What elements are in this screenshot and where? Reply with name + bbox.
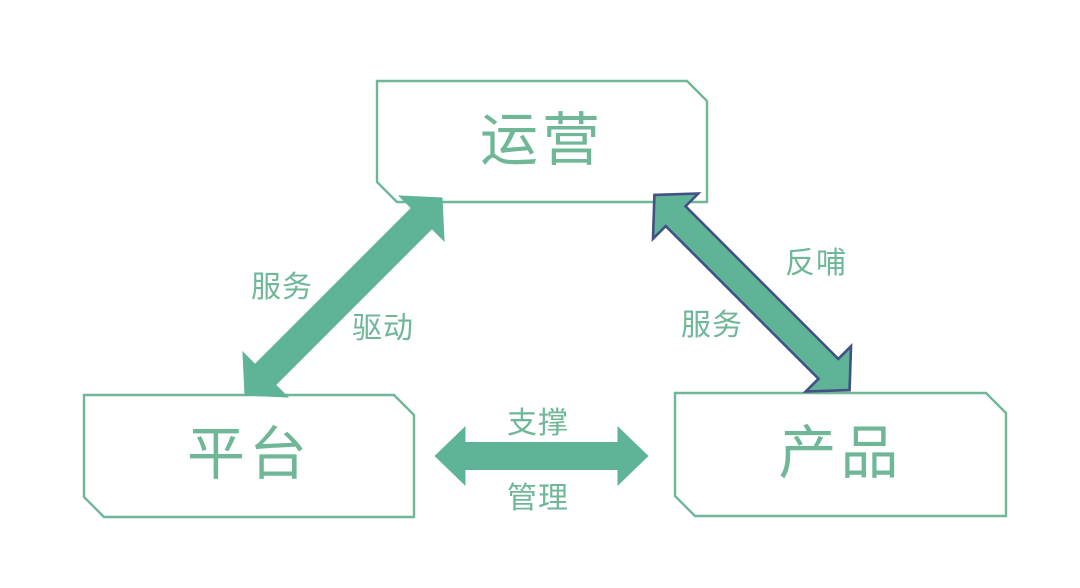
- arrow-operation-product: [651, 192, 853, 393]
- node-platform-label: 平台: [186, 420, 311, 488]
- edge-label-support: 支撑: [507, 406, 569, 441]
- node-shape-platform: [82, 393, 416, 519]
- node-product[interactable]: 产品: [675, 393, 1006, 516]
- node-platform[interactable]: 平台: [84, 395, 414, 517]
- node-shape-operation: [375, 79, 709, 204]
- node-shape-product: [673, 391, 1008, 518]
- edge-label-drive: 驱动: [352, 311, 414, 346]
- edge-label-feedback: 反哺: [785, 246, 847, 281]
- edge-label-service-right: 服务: [681, 308, 743, 343]
- edge-label-manage: 管理: [507, 481, 569, 516]
- node-operation-label: 运营: [479, 105, 604, 174]
- node-product-label: 产品: [778, 418, 903, 487]
- arrow-platform-product: [434, 426, 649, 486]
- node-operation[interactable]: 运营: [377, 81, 707, 202]
- edge-label-service-left: 服务: [251, 270, 313, 305]
- arrow-platform-operation: [242, 195, 445, 398]
